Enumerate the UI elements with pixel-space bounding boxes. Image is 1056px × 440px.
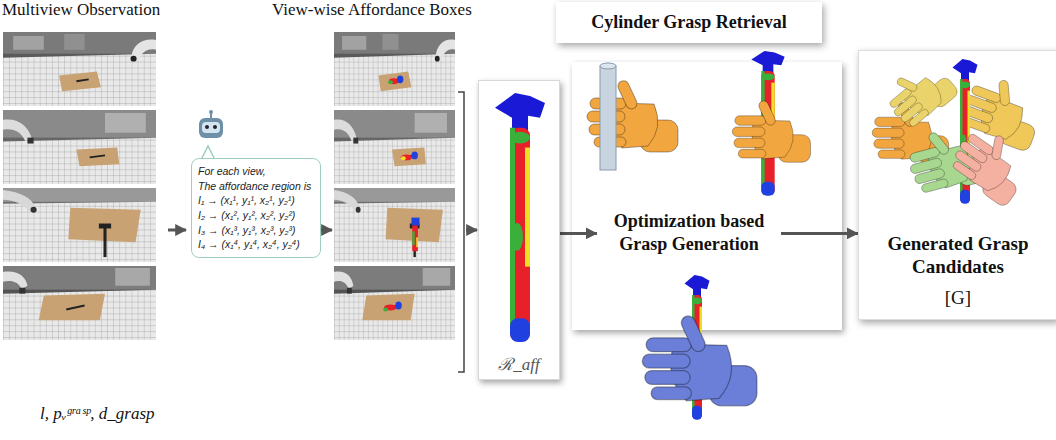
node-text: I₁ → (x₁¹, y₁¹, x₂¹, y₂¹) <box>198 193 314 208</box>
node-text: ℛ_aff <box>498 352 539 375</box>
panel <box>572 62 842 330</box>
cylinder-grasp <box>587 51 811 196</box>
node-text: I₄ → (x₁⁴, y₁⁴, x₂⁴, y₂⁴) <box>198 237 314 252</box>
column-heading: View-wise Affordance Boxes <box>272 0 472 20</box>
node-text: The affordance region is <box>198 179 314 194</box>
method-box: Cylinder Grasp Retrieval <box>556 2 822 43</box>
affordance-panel: ℛ_aff <box>478 80 560 380</box>
input-variables: l, pᵥᵍʳᵃˢᵖ, d_grasp <box>40 404 155 424</box>
node-text: Cylinder Grasp Retrieval <box>562 12 816 33</box>
node-text: Generated Grasp Candidates <box>867 232 1049 280</box>
method-box: Optimization based Grasp Generation <box>597 206 781 261</box>
affordance-photos <box>334 32 455 340</box>
grasp-candidates <box>872 53 1049 208</box>
robot-icon <box>199 110 223 138</box>
column-heading: Multiview Observation <box>2 0 160 20</box>
flow-arrow <box>560 232 597 235</box>
output-panel: Generated Grasp Candidates [G] <box>858 50 1056 320</box>
panel <box>478 80 560 380</box>
node-text: Optimization based Grasp Generation <box>601 210 777 257</box>
node-text: I₂ → (x₁², y₁², x₂², y₂²) <box>198 208 314 223</box>
multiview-photos <box>3 32 156 340</box>
panel <box>858 50 1056 320</box>
speech-bubble: For each view,The affordance region isI₁… <box>191 158 321 258</box>
node-text: [G] <box>945 287 971 309</box>
node-text: For each view, <box>198 164 314 179</box>
node-text: I₃ → (x₁³, y₁³, x₂³, y₂³) <box>198 223 314 238</box>
optimization-grasp <box>642 275 757 420</box>
affordance-hammer <box>495 93 545 342</box>
bracket <box>458 92 464 372</box>
flow-arrow <box>781 232 858 235</box>
